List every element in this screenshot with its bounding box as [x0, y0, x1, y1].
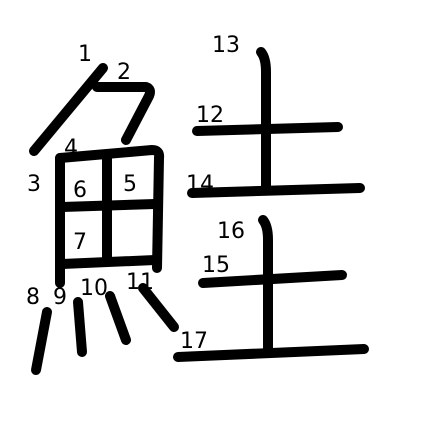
stroke-number-17: 17 [180, 329, 208, 354]
stroke-1 [29, 63, 108, 156]
stroke-number-11: 11 [126, 270, 154, 295]
stroke-number-14: 14 [186, 172, 214, 197]
stroke-16 [258, 215, 273, 355]
stroke-number-12: 12 [196, 103, 224, 128]
stroke-6 [57, 199, 160, 212]
stroke-14 [187, 183, 365, 198]
stroke-number-13: 13 [212, 33, 240, 58]
stroke-number-8: 8 [26, 285, 40, 310]
stroke-number-10: 10 [80, 276, 108, 301]
stroke-number-3: 3 [27, 172, 41, 197]
stroke-4 [55, 145, 165, 273]
stroke-17 [173, 344, 369, 362]
stroke-number-15: 15 [202, 253, 230, 278]
stroke-10 [105, 291, 131, 345]
stroke-9 [73, 297, 87, 357]
stroke-2 [92, 82, 155, 145]
stroke-8 [31, 307, 52, 375]
stroke-number-2: 2 [117, 60, 131, 85]
stroke-11 [138, 283, 179, 332]
stroke-number-6: 6 [73, 178, 87, 203]
stroke-7 [57, 255, 160, 269]
stroke-number-5: 5 [123, 172, 137, 197]
stroke-number-1: 1 [78, 42, 92, 67]
stroke-number-9: 9 [53, 285, 67, 310]
stroke-13 [256, 47, 271, 191]
stroke-number-16: 16 [217, 219, 245, 244]
stroke-number-4: 4 [64, 136, 78, 161]
stroke-number-7: 7 [73, 230, 87, 255]
